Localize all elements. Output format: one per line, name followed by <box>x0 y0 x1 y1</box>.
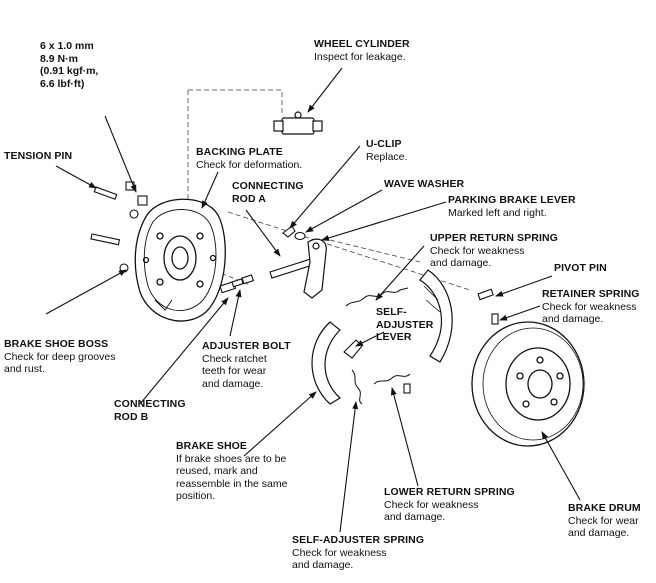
callout-torque-spec: 6 x 1.0 mm 8.9 N·m (0.91 kgf·m, 6.6 lbf·… <box>40 40 98 90</box>
backing-plate-desc: Check for deformation. <box>196 158 303 171</box>
pivot-pin-title: PIVOT PIN <box>554 262 607 274</box>
callout-brake-shoe: BRAKE SHOE If brake shoes are to be reus… <box>176 440 287 503</box>
connecting-rod-b-title2: ROD B <box>114 410 149 423</box>
tension-pin-title: TENSION PIN <box>4 150 73 162</box>
self-adjuster-spring-title: SELF-ADJUSTER SPRING <box>292 534 425 546</box>
adjuster-parts-drawing <box>219 274 255 294</box>
callout-wheel-cylinder: WHEEL CYLINDER Inspect for leakage. <box>314 38 410 63</box>
wheel-cylinder-drawing <box>273 111 323 135</box>
adjuster-bolt-desc-2: teeth for wear <box>202 365 267 377</box>
retainer-spring-desc-2: and damage. <box>542 313 604 325</box>
connecting-rod-a-title2: ROD A <box>232 192 266 205</box>
retainer-spring-title: RETAINER SPRING <box>542 288 640 300</box>
adjuster-bolt-title: ADJUSTER BOLT <box>202 340 291 352</box>
parking-brake-lever-drawing <box>303 238 327 299</box>
callout-self-adjuster-spring: SELF-ADJUSTER SPRING Check for weakness … <box>292 534 424 572</box>
brake-shoe-boss-desc-1: Check for deep grooves <box>4 350 116 363</box>
lower-return-spring-drawing <box>373 373 411 385</box>
lower-return-spring-desc-2: and damage. <box>384 511 446 523</box>
brake-shoe-desc-2: reused, mark and <box>176 465 258 477</box>
callout-connecting-rod-b: CONNECTING ROD B <box>114 398 186 423</box>
callout-adjuster-bolt: ADJUSTER BOLT Check ratchet teeth for we… <box>202 340 291 390</box>
callout-brake-drum: BRAKE DRUM Check for wear and damage. <box>568 502 641 540</box>
callout-tension-pin: TENSION PIN <box>4 150 72 163</box>
u-clip-title: U-CLIP <box>366 138 402 150</box>
self-adjuster-spring-drawing <box>351 369 363 405</box>
self-adjuster-spring-desc-2: and damage. <box>292 559 354 571</box>
pivot-retainer-drawing <box>403 288 499 394</box>
connecting-rod-a-title: CONNECTING <box>232 180 304 192</box>
wheel-cylinder-desc: Inspect for leakage. <box>314 50 406 63</box>
self-adjuster-spring-desc-1: Check for weakness <box>292 546 387 559</box>
backing-plate-drawing <box>134 198 226 322</box>
brake-shoe-boss-desc-2: and rust. <box>4 363 45 375</box>
self-adjuster-lever-title3: LEVER <box>376 331 412 343</box>
callout-backing-plate: BACKING PLATE Check for deformation. <box>196 146 302 171</box>
brake-shoe-desc-3: reassemble in the same <box>176 477 288 490</box>
upper-return-spring-title: UPPER RETURN SPRING <box>430 232 558 244</box>
callout-retainer-spring: RETAINER SPRING Check for weakness and d… <box>542 288 640 326</box>
self-adjuster-lever-drawing <box>343 339 363 359</box>
callout-u-clip: U-CLIP Replace. <box>366 138 407 163</box>
callout-connecting-rod-a: CONNECTING ROD A <box>232 180 304 205</box>
adjuster-bolt-desc-1: Check ratchet <box>202 352 267 365</box>
adjuster-bolt-desc-3: and damage. <box>202 377 264 390</box>
leader-arrows <box>45 67 581 533</box>
retainer-spring-desc-1: Check for weakness <box>542 300 637 313</box>
torque-line-3: (0.91 kgf·m, <box>40 65 99 77</box>
torque-line-2: 8.9 N·m <box>40 52 78 65</box>
brake-shoe-desc-1: If brake shoes are to be <box>176 452 287 465</box>
parking-brake-lever-title: PARKING BRAKE LEVER <box>448 194 576 206</box>
lower-return-spring-desc-1: Check for weakness <box>384 498 479 511</box>
self-adjuster-lever-title2: ADJUSTER <box>376 318 434 331</box>
brake-drum-drawing <box>471 321 585 447</box>
callout-lower-return-spring: LOWER RETURN SPRING Check for weakness a… <box>384 486 515 524</box>
clip-washer-drawing <box>282 225 306 241</box>
wave-washer-title: WAVE WASHER <box>384 178 465 190</box>
upper-return-spring-desc-2: and damage. <box>430 257 492 269</box>
self-adjuster-lever-title: SELF- <box>376 306 407 318</box>
callout-wave-washer: WAVE WASHER <box>384 178 464 191</box>
callout-upper-return-spring: UPPER RETURN SPRING Check for weakness a… <box>430 232 558 270</box>
brake-shoe-left-drawing <box>311 321 342 405</box>
brake-drum-desc-2: and damage. <box>568 527 630 539</box>
brake-drum-title: BRAKE DRUM <box>568 502 641 514</box>
upper-return-spring-desc-1: Check for weakness <box>430 244 525 257</box>
brake-shoe-boss-title: BRAKE SHOE BOSS <box>4 338 109 350</box>
backing-plate-title: BACKING PLATE <box>196 146 283 158</box>
lower-return-spring-title: LOWER RETURN SPRING <box>384 486 515 498</box>
connecting-rod-b-title: CONNECTING <box>114 398 186 410</box>
upper-return-spring-drawing <box>345 287 409 307</box>
torque-line-1: 6 x 1.0 mm <box>40 40 94 52</box>
callout-parking-brake-lever: PARKING BRAKE LEVER Marked left and righ… <box>448 194 576 219</box>
u-clip-desc: Replace. <box>366 150 408 163</box>
brake-shoe-right-drawing <box>419 269 453 363</box>
parking-brake-lever-desc: Marked left and right. <box>448 206 547 219</box>
brake-shoe-desc-4: position. <box>176 490 216 502</box>
wheel-cylinder-title: WHEEL CYLINDER <box>314 38 410 50</box>
callout-brake-shoe-boss: BRAKE SHOE BOSS Check for deep grooves a… <box>4 338 115 376</box>
callout-self-adjuster-lever: SELF- ADJUSTER LEVER <box>376 306 433 344</box>
torque-line-4: 6.6 lbf·ft) <box>40 77 85 90</box>
brake-shoe-title: BRAKE SHOE <box>176 440 248 452</box>
brake-drum-desc-1: Check for wear <box>568 514 639 527</box>
callout-pivot-pin: PIVOT PIN <box>554 262 607 275</box>
